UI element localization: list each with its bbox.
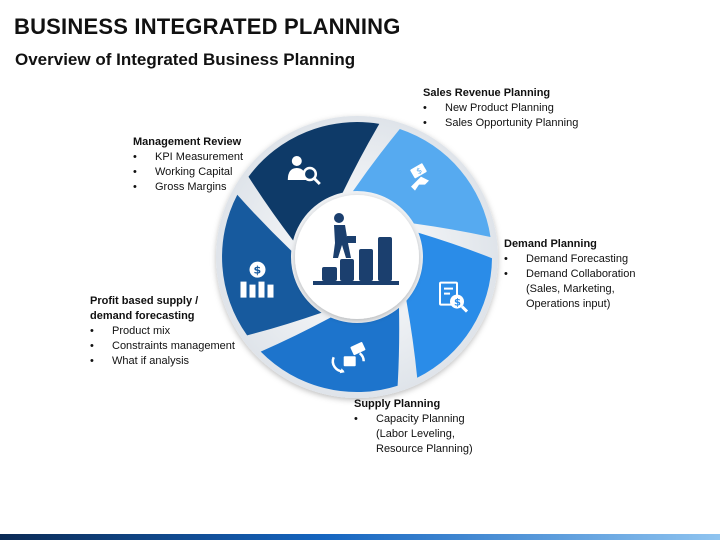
financial-report-icon: $: [439, 281, 469, 313]
management-review-bullet-1: KPI Measurement: [133, 150, 283, 165]
sales-revenue-planning-block: Sales Revenue Planning New Product Plann…: [423, 86, 593, 131]
page-subtitle: Overview of Integrated Business Planning: [15, 50, 356, 69]
profit-forecasting-bullet-1: Product mix: [90, 324, 270, 339]
management-review-bullet-2: Working Capital: [133, 165, 283, 180]
supply-planning-block: Supply Planning Capacity Planning (Labor…: [354, 397, 479, 457]
demand-planning-block: Demand Planning Demand Forecasting Deman…: [504, 237, 644, 312]
ring-segment-4: [222, 194, 322, 336]
svg-text:$: $: [415, 166, 424, 176]
center-hub: [295, 195, 419, 319]
management-review-bullet-3: Gross Margins: [133, 180, 283, 195]
demand-planning-bullet-2: Demand Collaboration (Sales, Marketing, …: [504, 267, 644, 312]
supply-planning-heading: Supply Planning: [354, 398, 441, 410]
profit-forecasting-bullet-2: Constraints management: [90, 339, 270, 354]
profit-forecasting-block: Profit based supply / demand forecasting…: [90, 294, 270, 369]
management-review-block: Management Review KPI Measurement Workin…: [133, 135, 283, 195]
profit-forecasting-bullet-3: What if analysis: [90, 354, 270, 369]
money-hand-icon: $: [410, 163, 429, 191]
management-review-heading: Management Review: [133, 136, 242, 148]
sales-revenue-bullet-2: Sales Opportunity Planning: [423, 116, 593, 131]
ring-segment-3: [260, 307, 400, 393]
svg-text:$: $: [454, 298, 461, 309]
sales-revenue-planning-heading: Sales Revenue Planning: [423, 87, 551, 99]
page-title: BUSINESS INTEGRATED PLANNING: [14, 14, 401, 39]
demand-planning-bullet-1: Demand Forecasting: [504, 252, 644, 267]
demand-planning-heading: Demand Planning: [504, 238, 597, 250]
svg-text:$: $: [254, 264, 262, 277]
person-magnifier-icon: [287, 156, 321, 186]
footer-accent-bar: [0, 534, 720, 540]
businessman-climbing-bars-icon: [313, 213, 399, 285]
sales-revenue-bullet-1: New Product Planning: [423, 101, 593, 116]
segment-icons: $ $ $: [240, 156, 469, 374]
supply-planning-bullet-1: Capacity Planning (Labor Leveling, Resou…: [354, 412, 479, 457]
money-cycle-icon: [331, 342, 366, 374]
profit-forecasting-heading: Profit based supply / demand forecasting: [90, 295, 199, 322]
dollar-bar-chart-icon: $: [240, 261, 274, 298]
